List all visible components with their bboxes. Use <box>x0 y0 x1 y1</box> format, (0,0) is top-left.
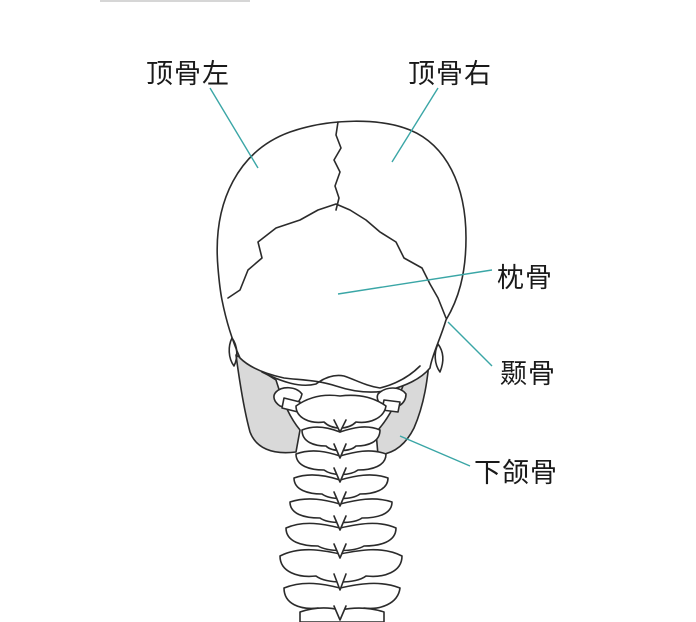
leader-temporal <box>447 321 493 367</box>
skull-outline <box>216 120 467 393</box>
occipital-lower-margin <box>261 365 421 389</box>
cervical-vertebrae <box>279 394 403 622</box>
leader-occipital <box>337 269 493 295</box>
vertebra-c7 <box>279 548 403 583</box>
sagittal-suture <box>333 121 342 211</box>
label-mandible: 下颌骨 <box>474 458 558 489</box>
top-edge-line <box>100 0 250 2</box>
vertebra-c2 <box>301 426 381 452</box>
label-occipital: 枕骨 <box>497 263 553 294</box>
label-parietal-right: 顶骨右 <box>408 59 492 90</box>
leader-parietal-left <box>209 87 259 169</box>
leader-parietal-right <box>391 87 439 163</box>
vertebra-c6 <box>285 522 397 552</box>
temporal-bone-right <box>434 343 444 373</box>
vertebra-c4 <box>293 474 389 500</box>
temporal-bone-left <box>228 337 238 367</box>
vertebra-c1 <box>295 394 387 429</box>
label-temporal: 颞骨 <box>500 359 556 390</box>
label-parietal-left: 顶骨左 <box>146 59 230 90</box>
occipital-bone-outline <box>227 203 447 319</box>
leader-mandible <box>399 435 471 467</box>
vertebra-c3 <box>295 450 387 476</box>
vertebra-c5 <box>289 498 393 524</box>
